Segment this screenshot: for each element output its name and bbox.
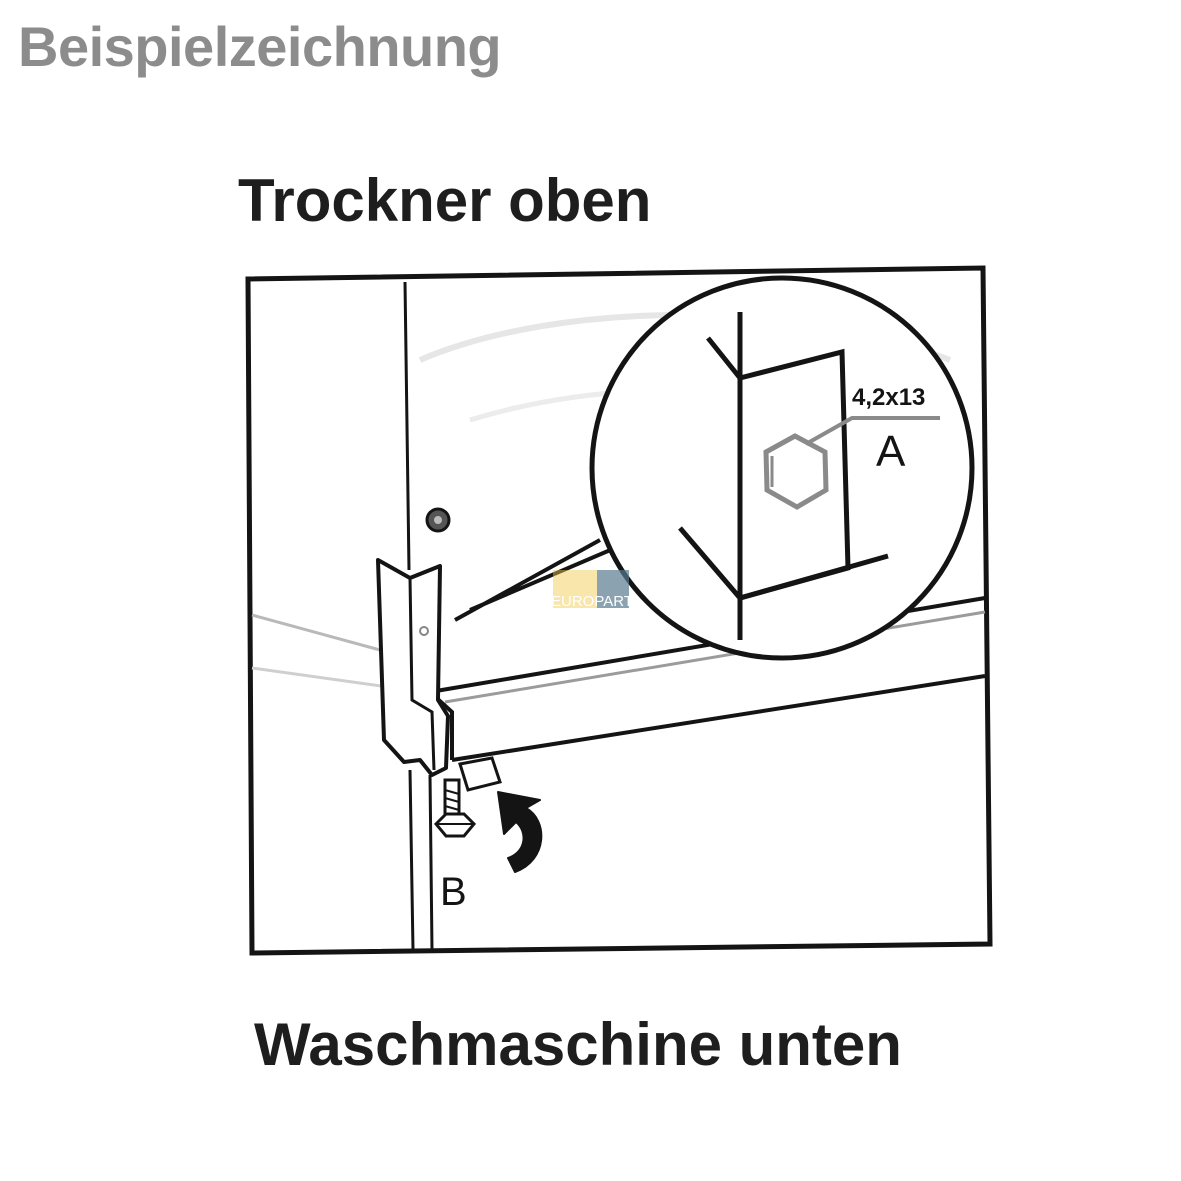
bracket-fold (408, 577, 436, 771)
watermark-text: EUROPART (551, 593, 633, 610)
screw-size-leader (805, 416, 940, 446)
screw-size-label: 4,2x13 (852, 384, 925, 411)
bracket-hole (419, 626, 429, 636)
rail-tab (458, 756, 502, 792)
washer-bottom-label: Waschmaschine unten (254, 1011, 902, 1078)
dryer-top-label: Trockner oben (238, 167, 652, 234)
diagram-frame (245, 265, 993, 956)
rotate-arrow-icon (497, 791, 543, 873)
europart-watermark: EUROPART (551, 570, 633, 610)
marker-a: A (876, 427, 906, 476)
detail-bracket-top-diagonal (706, 336, 742, 380)
hex-screw-icon (763, 433, 829, 510)
mounting-rail-bottom (451, 674, 986, 762)
washer-side-edge-inner (428, 774, 434, 951)
callout-lines (454, 538, 616, 622)
detail-circle (589, 275, 975, 661)
marker-b: B (440, 870, 467, 914)
mounting-rail-inner (444, 610, 986, 704)
mounting-bracket (376, 558, 450, 777)
dryer-side-edge (403, 281, 411, 571)
screw-b (433, 778, 477, 838)
washer-side-edge (408, 769, 415, 951)
header-title: Beispielzeichnung (18, 15, 502, 78)
detail-bracket-bottom (678, 526, 889, 601)
dryer-bottom-edge (251, 613, 381, 652)
